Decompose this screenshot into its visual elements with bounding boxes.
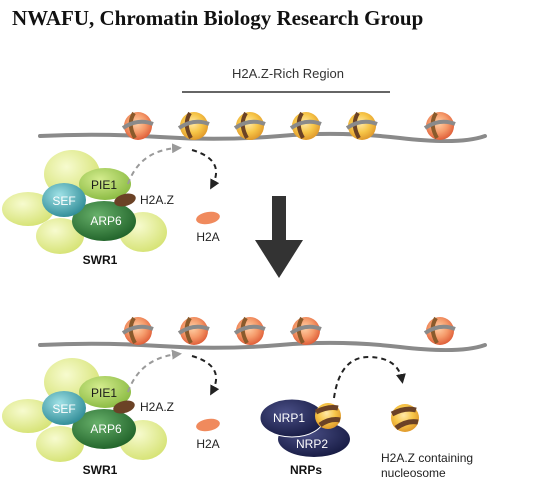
sef-label: SEF [52,194,75,208]
nucleosome-top-2 [177,111,210,140]
h2az-label-bottom: H2A.Z [140,400,174,414]
nucleosome-bottom-5 [423,316,456,345]
h2a-released-top [196,211,220,225]
h2az-deposit-arrow-bottom [127,349,182,393]
nrps-label: NRPs [290,463,322,477]
h2az-on-swr1 [114,193,136,207]
arp6-subunit [72,201,136,241]
nucleosome-bottom-3 [233,316,266,345]
sef-subunit [42,391,86,425]
swr1-label-top: SWR1 [83,253,118,267]
nucleosome-release-arrow [333,355,406,399]
nucleosome-top-5 [345,111,378,140]
h2az-containing-nucleosome [390,404,419,432]
nucleosome-top-1 [121,111,154,140]
arp6-label: ARP6 [90,214,122,228]
product-label-line1: H2A.Z containing [381,451,473,465]
page-title: NWAFU, Chromatin Biology Research Group [12,6,424,30]
swr1-complex-bottom: PIE1 SEF ARP6 [2,358,167,462]
nucleosome-bottom-1 [121,316,154,345]
h2a-released-bottom [196,418,220,432]
h2az-deposit-arrow-top [127,143,182,185]
h2a-eviction-arrow-top [191,149,220,190]
dna-strand-bottom [38,340,487,353]
sef-label: SEF [52,402,75,416]
h2a-eviction-arrow-bottom [191,355,220,396]
pie1-label: PIE1 [91,178,117,192]
swr1-complex-top: PIE1 SEF ARP6 [2,150,167,254]
nucleosome-on-nrp [314,403,341,429]
arp6-subunit [72,409,136,449]
product-label-line2: nucleosome [381,466,446,480]
h2az-on-swr1 [113,400,135,414]
sef-subunit [42,183,86,217]
h2a-label-bottom: H2A [196,437,219,451]
nucleosome-top-6 [423,111,456,140]
h2az-label-top: H2A.Z [140,193,174,207]
pie1-subunit [79,168,131,200]
pie1-subunit [79,376,131,408]
dna-strand-top [38,131,487,144]
nrp2-label: NRP2 [296,437,328,451]
nrps-complex: NRP1 NRP2 [259,398,350,457]
h2az-rich-region-label: H2A.Z-Rich Region [232,66,344,81]
swr1-label-bottom: SWR1 [83,463,118,477]
arp6-label: ARP6 [90,422,122,436]
nucleosome-top-3 [233,111,266,140]
h2a-label-top: H2A [196,230,219,244]
nucleosome-top-4 [289,111,322,140]
process-down-arrow [255,196,303,278]
nrp1-label: NRP1 [273,411,305,425]
nucleosome-bottom-4 [289,316,322,345]
nucleosome-bottom-2 [177,316,210,345]
pie1-label: PIE1 [91,386,117,400]
